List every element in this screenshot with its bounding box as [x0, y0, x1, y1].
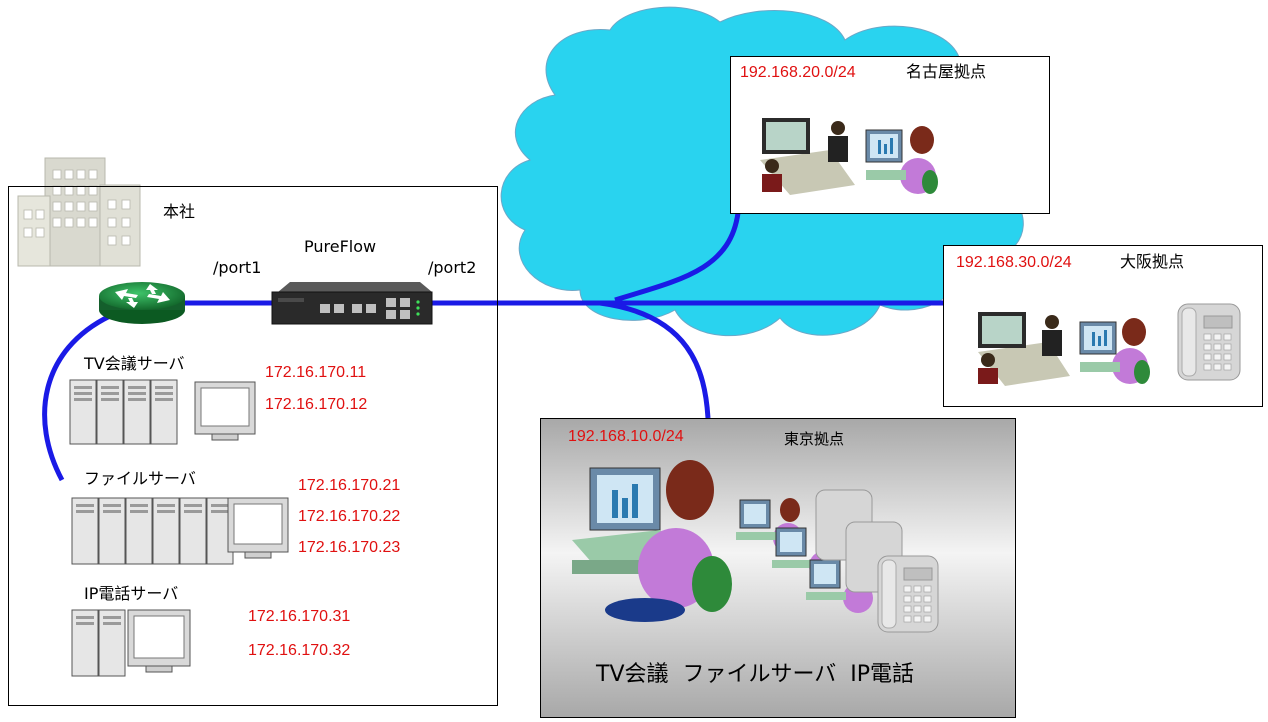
pureflow-label: PureFlow — [304, 237, 377, 256]
tokyo-subnet: 192.168.10.0/24 — [568, 428, 684, 445]
osaka-name: 大阪拠点 — [1120, 252, 1185, 271]
tv-conference-servers-icon — [69, 379, 256, 445]
nagoya-name: 名古屋拠点 — [906, 62, 987, 81]
server-title-ipphone: IP電話サーバ — [84, 584, 179, 603]
hq-building-icon — [17, 157, 141, 267]
server-ip: 172.16.170.22 — [298, 508, 401, 525]
port1-label: /port1 — [213, 258, 262, 277]
hq-label: 本社 — [163, 202, 196, 221]
server-title-file: ファイルサーバ — [84, 469, 196, 488]
server-ip: 172.16.170.32 — [248, 642, 351, 659]
osaka-subnet: 192.168.30.0/24 — [956, 254, 1072, 271]
file-servers-icon — [71, 497, 289, 565]
server-ip: 172.16.170.12 — [265, 396, 368, 413]
ip-phone-servers-icon — [71, 609, 191, 677]
nagoya-subnet: 192.168.20.0/24 — [740, 64, 856, 81]
server-ip: 172.16.170.11 — [265, 364, 367, 381]
hq-area — [8, 186, 498, 706]
server-ip: 172.16.170.23 — [298, 539, 401, 556]
router-icon — [99, 282, 185, 324]
tokyo-name: 東京拠点 — [784, 430, 845, 448]
server-ip: 172.16.170.21 — [298, 477, 401, 494]
tokyo-services: TV会議 ファイルサーバ IP電話 — [596, 662, 914, 687]
pureflow-appliance-icon — [271, 282, 433, 325]
server-ip: 172.16.170.31 — [248, 608, 351, 625]
server-title-tv: TV会議サーバ — [84, 354, 185, 373]
port2-label: /port2 — [428, 258, 477, 277]
network-links — [42, 212, 945, 482]
